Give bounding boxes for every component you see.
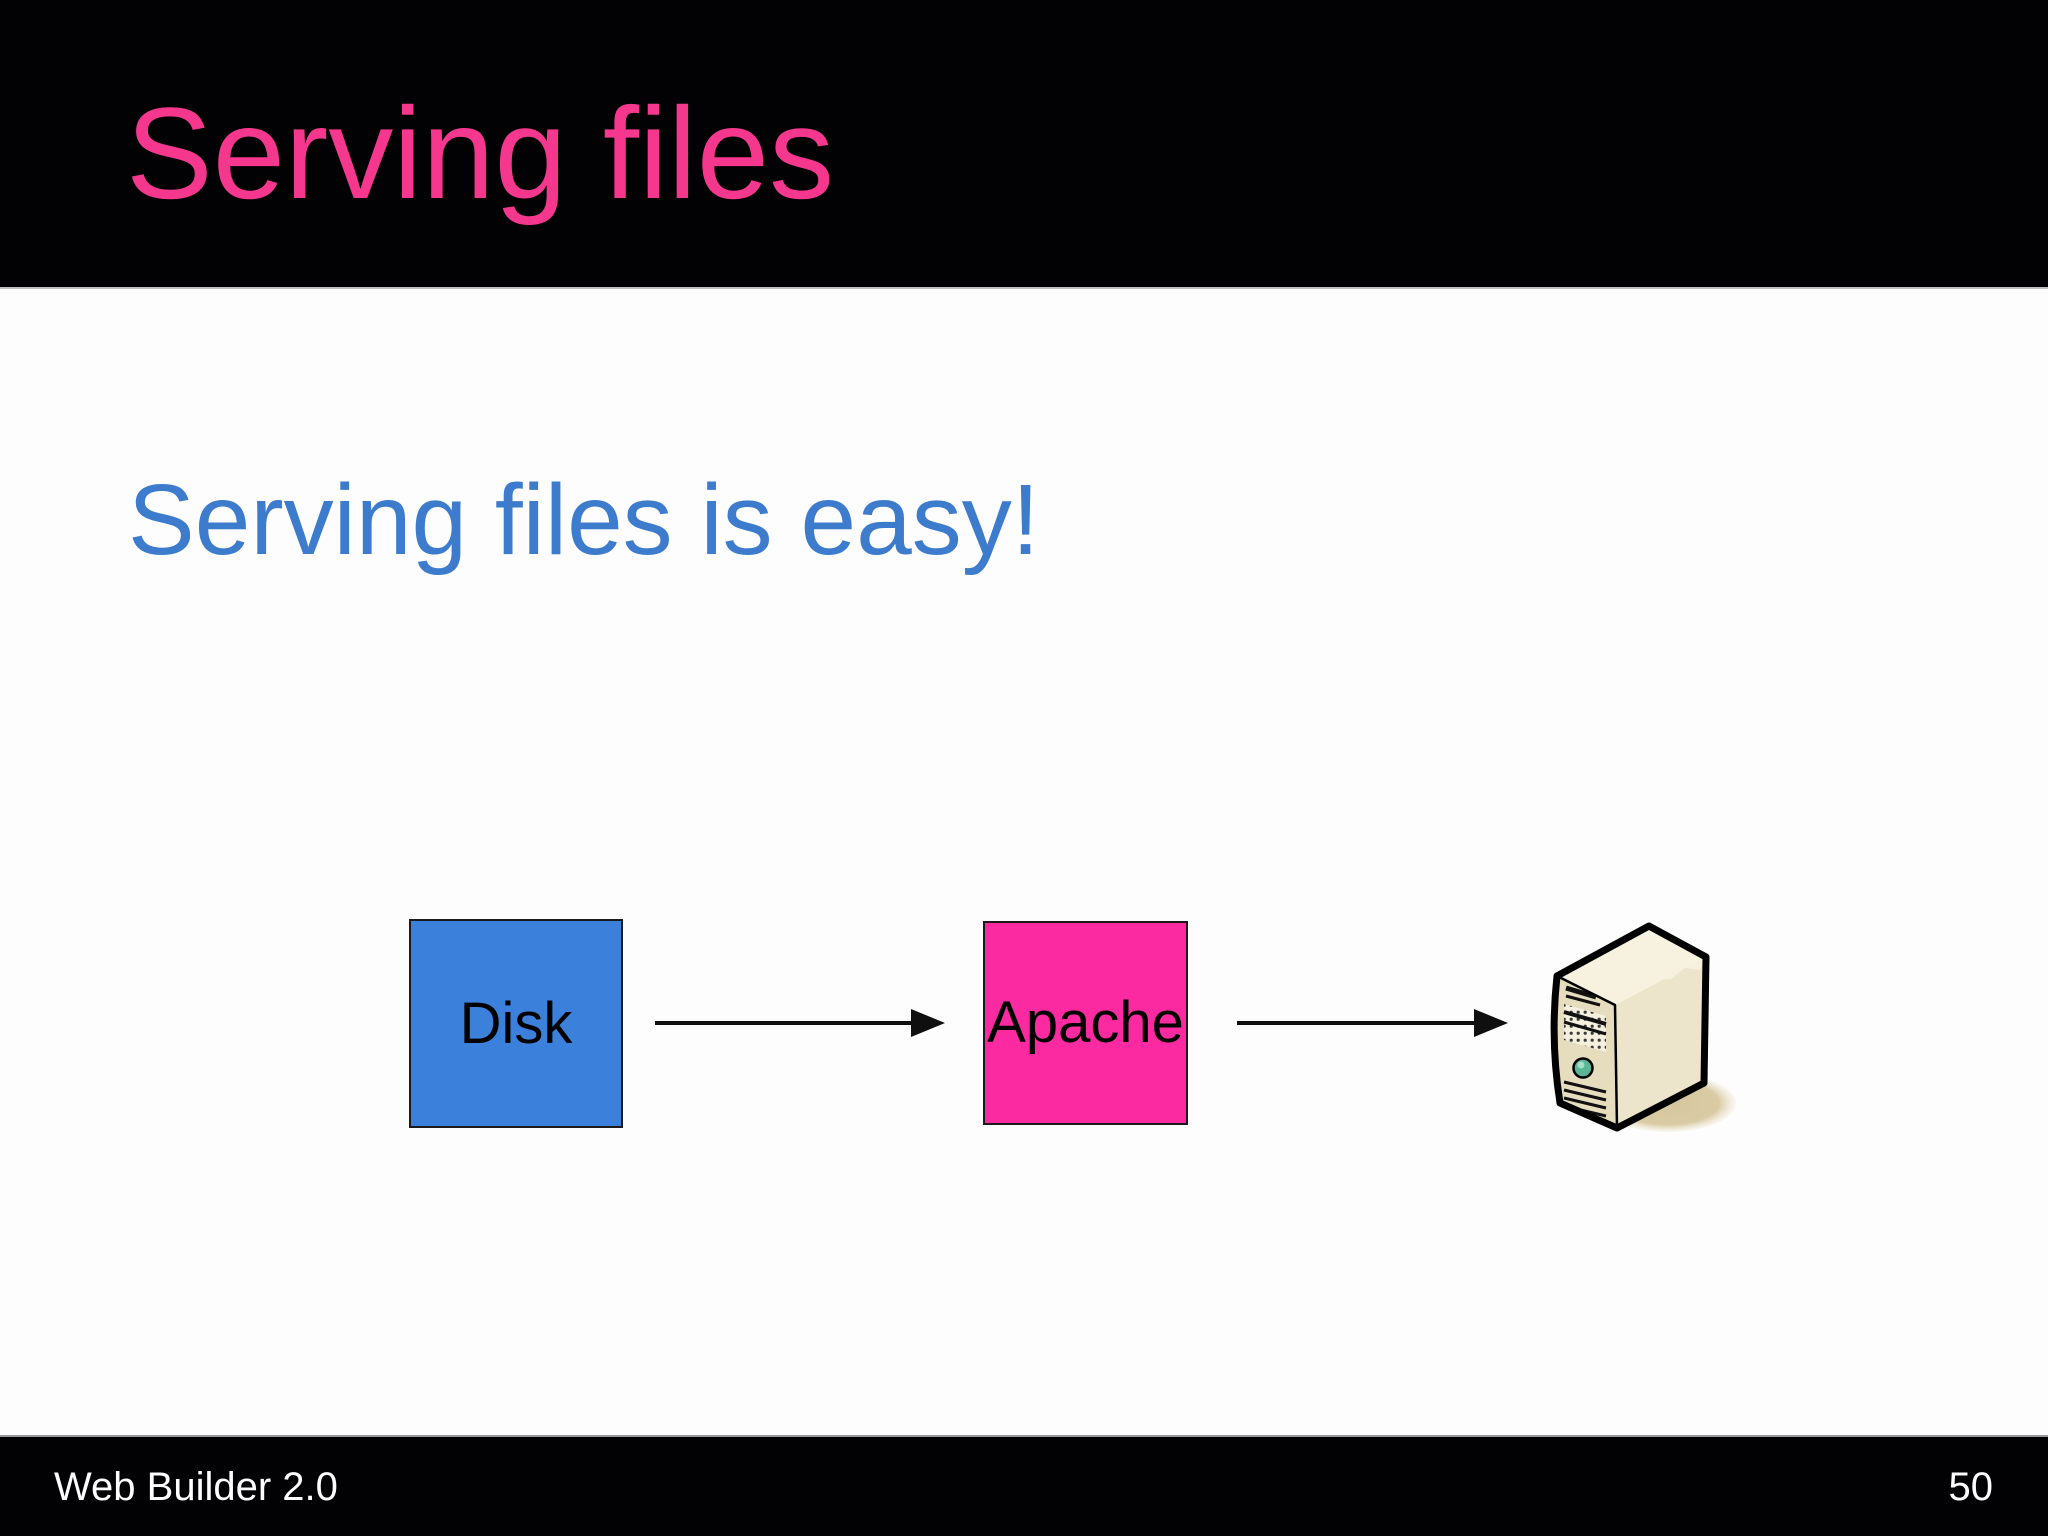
arrow-apache-to-server <box>1237 1009 1508 1037</box>
disk-node: Disk <box>409 919 623 1128</box>
arrow-disk-to-apache <box>655 1009 945 1037</box>
page-number: 50 <box>1948 1464 1994 1509</box>
slide-title: Serving files <box>126 80 835 226</box>
server-power-button-icon <box>1572 1057 1594 1079</box>
slide-subtitle: Serving files is easy! <box>128 464 1040 576</box>
apache-node: Apache <box>983 921 1188 1125</box>
server-tower-icon <box>1550 922 1736 1132</box>
footer-bar: Web Builder 2.0 50 <box>0 1435 2048 1536</box>
header-bar: Serving files <box>0 0 2048 289</box>
disk-node-label: Disk <box>459 990 573 1056</box>
footer-left-text: Web Builder 2.0 <box>54 1464 338 1509</box>
apache-node-label: Apache <box>987 990 1184 1055</box>
